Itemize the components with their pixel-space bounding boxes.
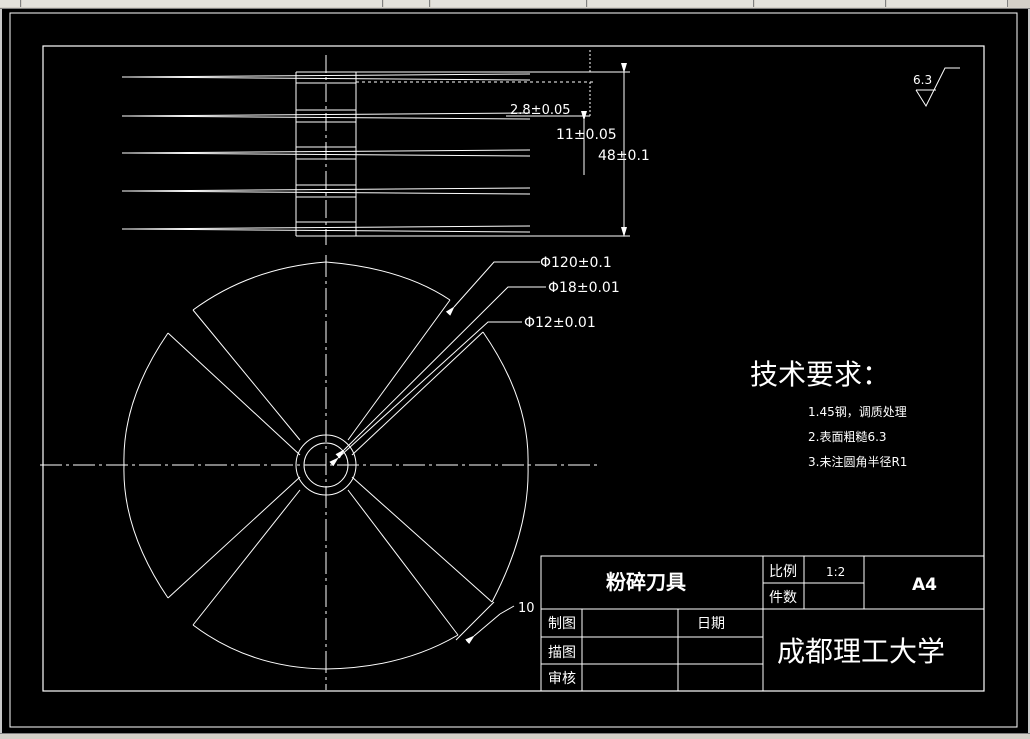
side-view xyxy=(121,50,630,245)
surface-finish-symbol xyxy=(915,67,960,108)
title-block-text: 粉碎刀具 比例 1:2 件数 A4 制图 日期 描图 审核 成都理工大学 xyxy=(548,564,945,687)
stack-height-dim: 48±0.1 xyxy=(598,148,650,164)
outer-arc-top xyxy=(192,261,451,311)
slot-width-dim: 10 xyxy=(518,601,535,616)
cad-viewport[interactable]: 2.8±0.05 11±0.05 48±0.1 6.3 xyxy=(2,9,1028,733)
traced-label: 描图 xyxy=(548,645,576,661)
inner-drawing-frame xyxy=(42,45,985,692)
outer-sheet-border xyxy=(9,12,1018,728)
drawn-label: 制图 xyxy=(548,616,576,632)
blade-spacing-dim: 11±0.05 xyxy=(556,127,617,143)
checked-label: 审核 xyxy=(548,671,576,687)
toolbar-segment[interactable] xyxy=(384,0,430,7)
toolbar-segment[interactable] xyxy=(755,0,886,7)
tech-req-item: 2.表面粗糙6.3 xyxy=(808,430,887,444)
hub-circle xyxy=(295,434,357,496)
outer-diameter-dim: Φ120±0.1 xyxy=(540,255,612,271)
part-name: 粉碎刀具 xyxy=(606,570,686,594)
blade-thickness-dim: 2.8±0.05 xyxy=(510,103,571,118)
status-strip xyxy=(0,733,1030,739)
toolbar-segment[interactable] xyxy=(22,0,383,7)
hub-diameter-dim: Φ18±0.01 xyxy=(548,280,620,296)
scale-value: 1:2 xyxy=(826,565,845,579)
sheet-size: A4 xyxy=(912,575,937,595)
toolbar-segment[interactable] xyxy=(588,0,754,7)
bore-diameter-dim: Φ12±0.01 xyxy=(524,315,596,331)
outer-arc-bottom xyxy=(192,624,459,670)
side-view-dimension-text: 2.8±0.05 11±0.05 48±0.1 xyxy=(510,103,650,164)
front-view xyxy=(40,255,598,690)
toolbar-segment[interactable] xyxy=(0,0,21,7)
outer-arc-right xyxy=(482,331,529,603)
blade-4 xyxy=(121,187,531,195)
tech-req-heading: 技术要求： xyxy=(750,358,890,391)
tech-req-item: 1.45钢，调质处理 xyxy=(808,405,907,419)
outer-arc-left xyxy=(123,332,169,599)
tech-req-item: 3.未注圆角半径R1 xyxy=(808,454,907,469)
title-block xyxy=(540,555,985,692)
toolbar-segment[interactable] xyxy=(887,0,1008,7)
hub-spacers xyxy=(295,71,357,237)
front-view-dimension-text: Φ120±0.1 Φ18±0.01 Φ12±0.01 10 xyxy=(518,255,620,616)
drawing-canvas[interactable]: 2.8±0.05 11±0.05 48±0.1 6.3 xyxy=(2,9,1028,733)
toolbar-segment[interactable] xyxy=(431,0,587,7)
institution-name: 成都理工大学 xyxy=(777,635,945,668)
toolbar-strip xyxy=(0,0,1030,9)
surface-finish-value: 6.3 xyxy=(913,73,932,87)
date-label: 日期 xyxy=(697,616,725,632)
scale-label: 比例 xyxy=(769,564,797,580)
technical-requirements: 技术要求： 1.45钢，调质处理 2.表面粗糙6.3 3.未注圆角半径R1 xyxy=(750,358,907,469)
quantity-label: 件数 xyxy=(769,590,797,606)
bore-circle xyxy=(303,442,349,488)
